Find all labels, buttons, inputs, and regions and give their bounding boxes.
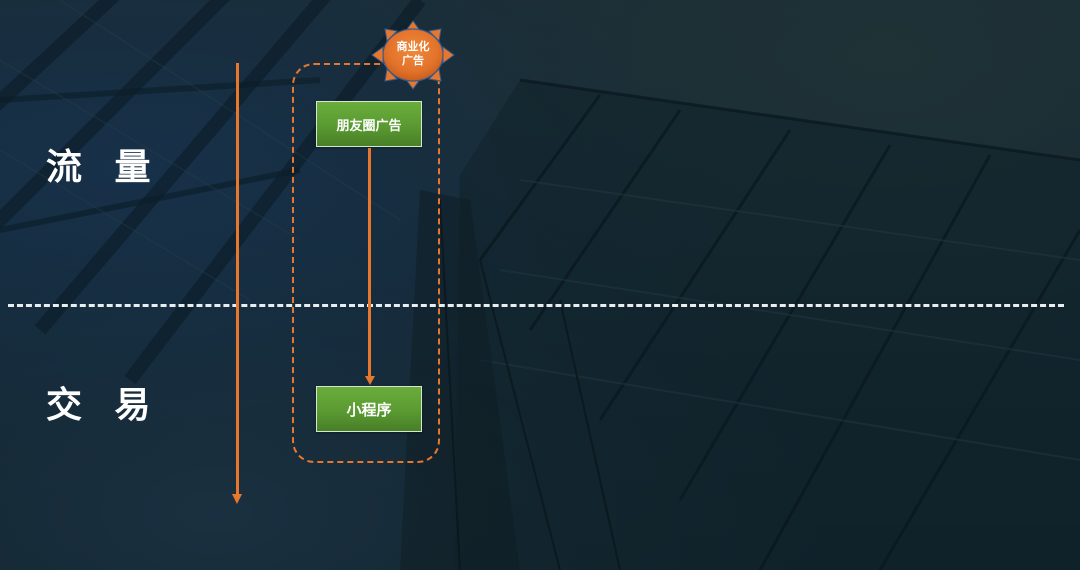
node-moments-ads-label: 朋友圈广告: [336, 118, 402, 134]
node-moments-ads: 朋友圈广告: [316, 101, 422, 147]
badge-text: 商业化 广告: [371, 40, 455, 68]
sun-burst-icon: [371, 20, 455, 90]
lane-label-transaction: 交 易: [46, 385, 161, 426]
commercial-ads-badge: 商业化 广告: [371, 20, 455, 90]
lane-divider: [8, 304, 1064, 307]
timeline-arrow-line: [236, 63, 239, 495]
arrow-down-icon: [232, 494, 242, 504]
flow-connector-line: [368, 148, 371, 378]
ad-flow-group-outline: [292, 63, 440, 463]
badge-text-line2: 广告: [402, 54, 424, 67]
badge-text-line1: 商业化: [396, 40, 430, 53]
lane-label-traffic: 流 量: [46, 147, 161, 188]
node-mini-program: 小程序: [316, 386, 422, 432]
arrow-down-icon: [364, 376, 375, 385]
node-mini-program-label: 小程序: [346, 400, 392, 419]
